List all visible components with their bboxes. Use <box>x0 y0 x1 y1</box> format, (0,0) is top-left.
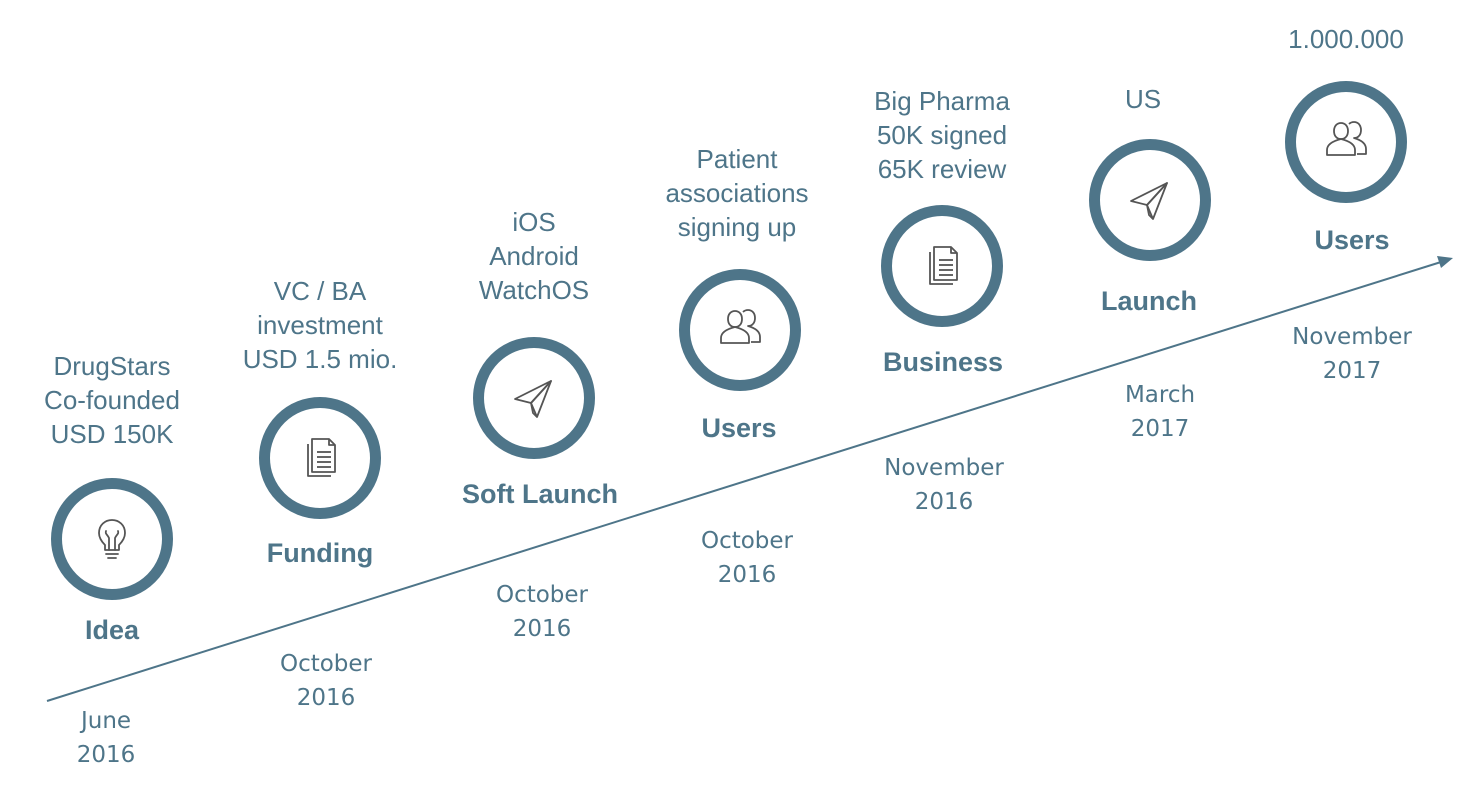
milestone-date: October 2016 <box>279 651 373 711</box>
milestone-description: Big Pharma 50K signed 65K review <box>874 86 1010 184</box>
milestone-label: Funding <box>266 538 374 568</box>
milestone-circle <box>679 269 801 391</box>
milestone-description: Patient associations signing up <box>665 144 809 242</box>
milestone-circle <box>1089 139 1211 261</box>
milestone-label: Soft Launch <box>462 479 618 509</box>
lightbulb-icon <box>98 519 126 559</box>
milestone-description: iOS Android WatchOS <box>478 207 590 305</box>
document-icon <box>929 246 958 285</box>
milestone-date: October 2016 <box>700 528 794 588</box>
milestone-label: Business <box>882 347 1004 377</box>
milestone-circle <box>1285 81 1407 203</box>
milestone-circle <box>473 337 595 459</box>
users-icon <box>720 309 761 344</box>
milestone-date: March 2017 <box>1124 382 1196 442</box>
arrow-head <box>1437 256 1453 268</box>
milestone-date: June 2016 <box>76 708 136 768</box>
document-icon <box>307 438 336 477</box>
milestone-description: DrugStars Co-founded USD 150K <box>44 351 180 449</box>
milestone-circle <box>259 397 381 519</box>
milestone-description: VC / BA investment USD 1.5 mio. <box>242 276 398 374</box>
milestone-date: October 2016 <box>495 582 589 642</box>
milestone-label: Users <box>1314 225 1390 255</box>
users-icon <box>1326 121 1367 156</box>
milestone-label: Launch <box>1100 286 1197 316</box>
milestone-date: November 2016 <box>884 455 1004 515</box>
milestone-description: US <box>1124 84 1162 114</box>
milestone-description: 1.000.000 <box>1288 24 1404 54</box>
milestone-label: Users <box>701 413 777 443</box>
milestone-date: November 2017 <box>1292 324 1412 384</box>
milestone-circle <box>51 478 173 600</box>
milestone-circle <box>881 205 1003 327</box>
milestone-label: Idea <box>84 615 140 645</box>
paper-plane-icon <box>514 380 552 418</box>
paper-plane-icon <box>1130 182 1168 220</box>
